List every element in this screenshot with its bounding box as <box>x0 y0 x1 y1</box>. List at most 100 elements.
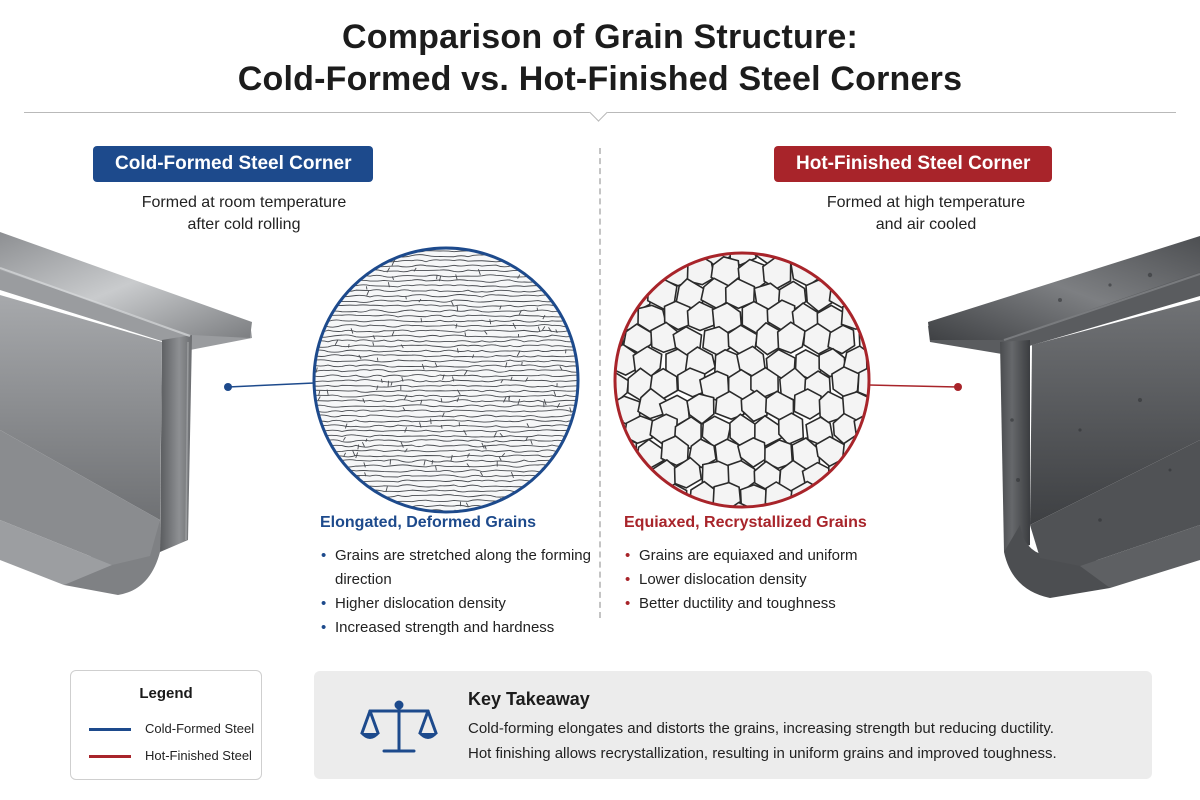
cold-grain-boundary <box>314 473 316 479</box>
cold-grain-boundary <box>401 376 404 382</box>
cold-grain-boundary <box>521 361 523 366</box>
cold-grain-boundary <box>314 349 578 353</box>
cold-grain-boundary <box>418 298 422 303</box>
cold-grain-boundary <box>314 339 578 343</box>
cold-grain-boundary <box>503 396 507 403</box>
hot-grain <box>969 394 1000 425</box>
hot-grain <box>620 253 650 264</box>
hot-grain <box>791 614 820 646</box>
cold-grain-boundary <box>545 276 550 283</box>
hot-grain <box>1009 639 1038 671</box>
cold-grain-boundary <box>434 362 438 367</box>
hot-grain <box>947 254 972 287</box>
hot-bullet-item: Better ductility and toughness <box>625 592 895 616</box>
hot-grain <box>932 507 959 535</box>
hot-grain <box>896 348 926 379</box>
cold-grain-boundary <box>501 452 506 457</box>
cold-grain-boundary <box>463 370 468 376</box>
hot-grain <box>686 300 715 332</box>
cold-grain-boundary <box>365 286 368 290</box>
hot-grain <box>907 506 934 535</box>
hot-grain <box>1048 620 1076 649</box>
hot-grain <box>807 643 834 671</box>
cold-grain-boundary <box>314 419 578 423</box>
cold-grain-boundary <box>555 329 558 334</box>
cold-grain-boundary <box>314 434 578 438</box>
hot-grain-bullet-list: Grains are equiaxed and uniform Lower di… <box>625 544 895 616</box>
hot-finished-steel-channel <box>928 236 1200 598</box>
hot-grain <box>1000 257 1028 287</box>
legend-swatch-hot <box>89 755 131 759</box>
hot-grain <box>882 508 910 537</box>
hot-grain <box>718 212 744 243</box>
hot-grain <box>636 481 666 507</box>
hot-grain <box>983 637 1010 670</box>
cold-grain-boundary <box>517 274 521 279</box>
hot-grain <box>610 214 636 246</box>
cold-grain-boundary <box>350 328 354 334</box>
cold-grain-boundary <box>526 423 530 428</box>
hot-grain <box>919 347 944 377</box>
cold-grain-boundary <box>366 290 370 296</box>
hot-grain <box>947 527 976 557</box>
hot-grain <box>728 253 758 267</box>
cold-grain-boundary <box>450 454 453 462</box>
cold-grain-boundary <box>317 396 321 401</box>
hot-grain <box>883 282 912 313</box>
cold-grain-boundary <box>402 407 406 411</box>
hot-grain <box>615 478 642 507</box>
cold-grain-boundary <box>498 456 502 461</box>
cold-grain-boundary <box>326 389 329 396</box>
cold-grain-boundary <box>321 304 324 309</box>
hot-grain <box>663 300 691 331</box>
cold-grain-boundary <box>436 274 438 280</box>
hot-grain <box>832 639 859 669</box>
cold-grain-boundary <box>314 324 578 328</box>
hot-grain <box>635 212 665 242</box>
hot-grain <box>840 254 869 289</box>
cold-grain-boundary <box>489 319 492 325</box>
cold-bullet-item: Increased strength and hardness <box>321 616 591 640</box>
cold-grain-boundary <box>319 490 323 496</box>
cold-grain-boundary <box>332 484 335 491</box>
hot-grain <box>881 324 908 354</box>
cold-grain-boundary <box>314 414 578 418</box>
hot-grain <box>817 481 847 507</box>
hot-grain <box>868 481 869 507</box>
hot-grain <box>615 253 626 268</box>
cold-grain-boundary <box>431 459 434 465</box>
title-line-2: Cold-Formed vs. Hot-Finished Steel Corne… <box>237 60 963 98</box>
cold-grain-boundary <box>357 444 360 450</box>
cold-formed-steel-channel <box>0 232 252 595</box>
hot-grain <box>936 598 963 628</box>
hot-grain <box>569 640 596 669</box>
hot-grain <box>827 324 856 355</box>
hot-grain <box>1100 209 1129 240</box>
hot-grain <box>584 261 612 291</box>
cold-grain-boundary <box>329 483 332 487</box>
cold-grain-boundary <box>420 399 423 405</box>
hot-grain <box>931 639 957 669</box>
cold-grain-boundary <box>525 436 528 442</box>
cold-grain-bullet-list: Grains are stretched along the forming d… <box>321 544 591 640</box>
cold-grain-boundary <box>551 291 555 296</box>
hot-grain <box>572 504 601 534</box>
key-takeaway-panel: Key Takeaway Cold-forming elongates and … <box>314 671 1152 779</box>
hot-grain <box>894 529 922 559</box>
hot-grain <box>882 461 910 492</box>
hot-grain <box>868 254 869 289</box>
hot-grain <box>857 365 869 398</box>
cold-grain-boundary <box>456 305 459 311</box>
hot-grain <box>660 435 690 467</box>
cold-grain-boundary <box>387 380 390 387</box>
hot-grain <box>586 396 612 425</box>
cold-grain-micrograph <box>312 246 580 514</box>
cold-grain-boundary <box>404 448 408 453</box>
hot-bullet-item: Grains are equiaxed and uniform <box>625 544 895 568</box>
cold-formed-label-badge: Cold-Formed Steel Corner <box>93 146 374 182</box>
cold-grain-boundary <box>404 427 408 433</box>
legend-label-cold: Cold-Formed Steel <box>145 721 255 736</box>
hot-grain <box>1024 258 1050 287</box>
cold-bullet-item: Grains are stretched along the forming d… <box>321 544 591 592</box>
